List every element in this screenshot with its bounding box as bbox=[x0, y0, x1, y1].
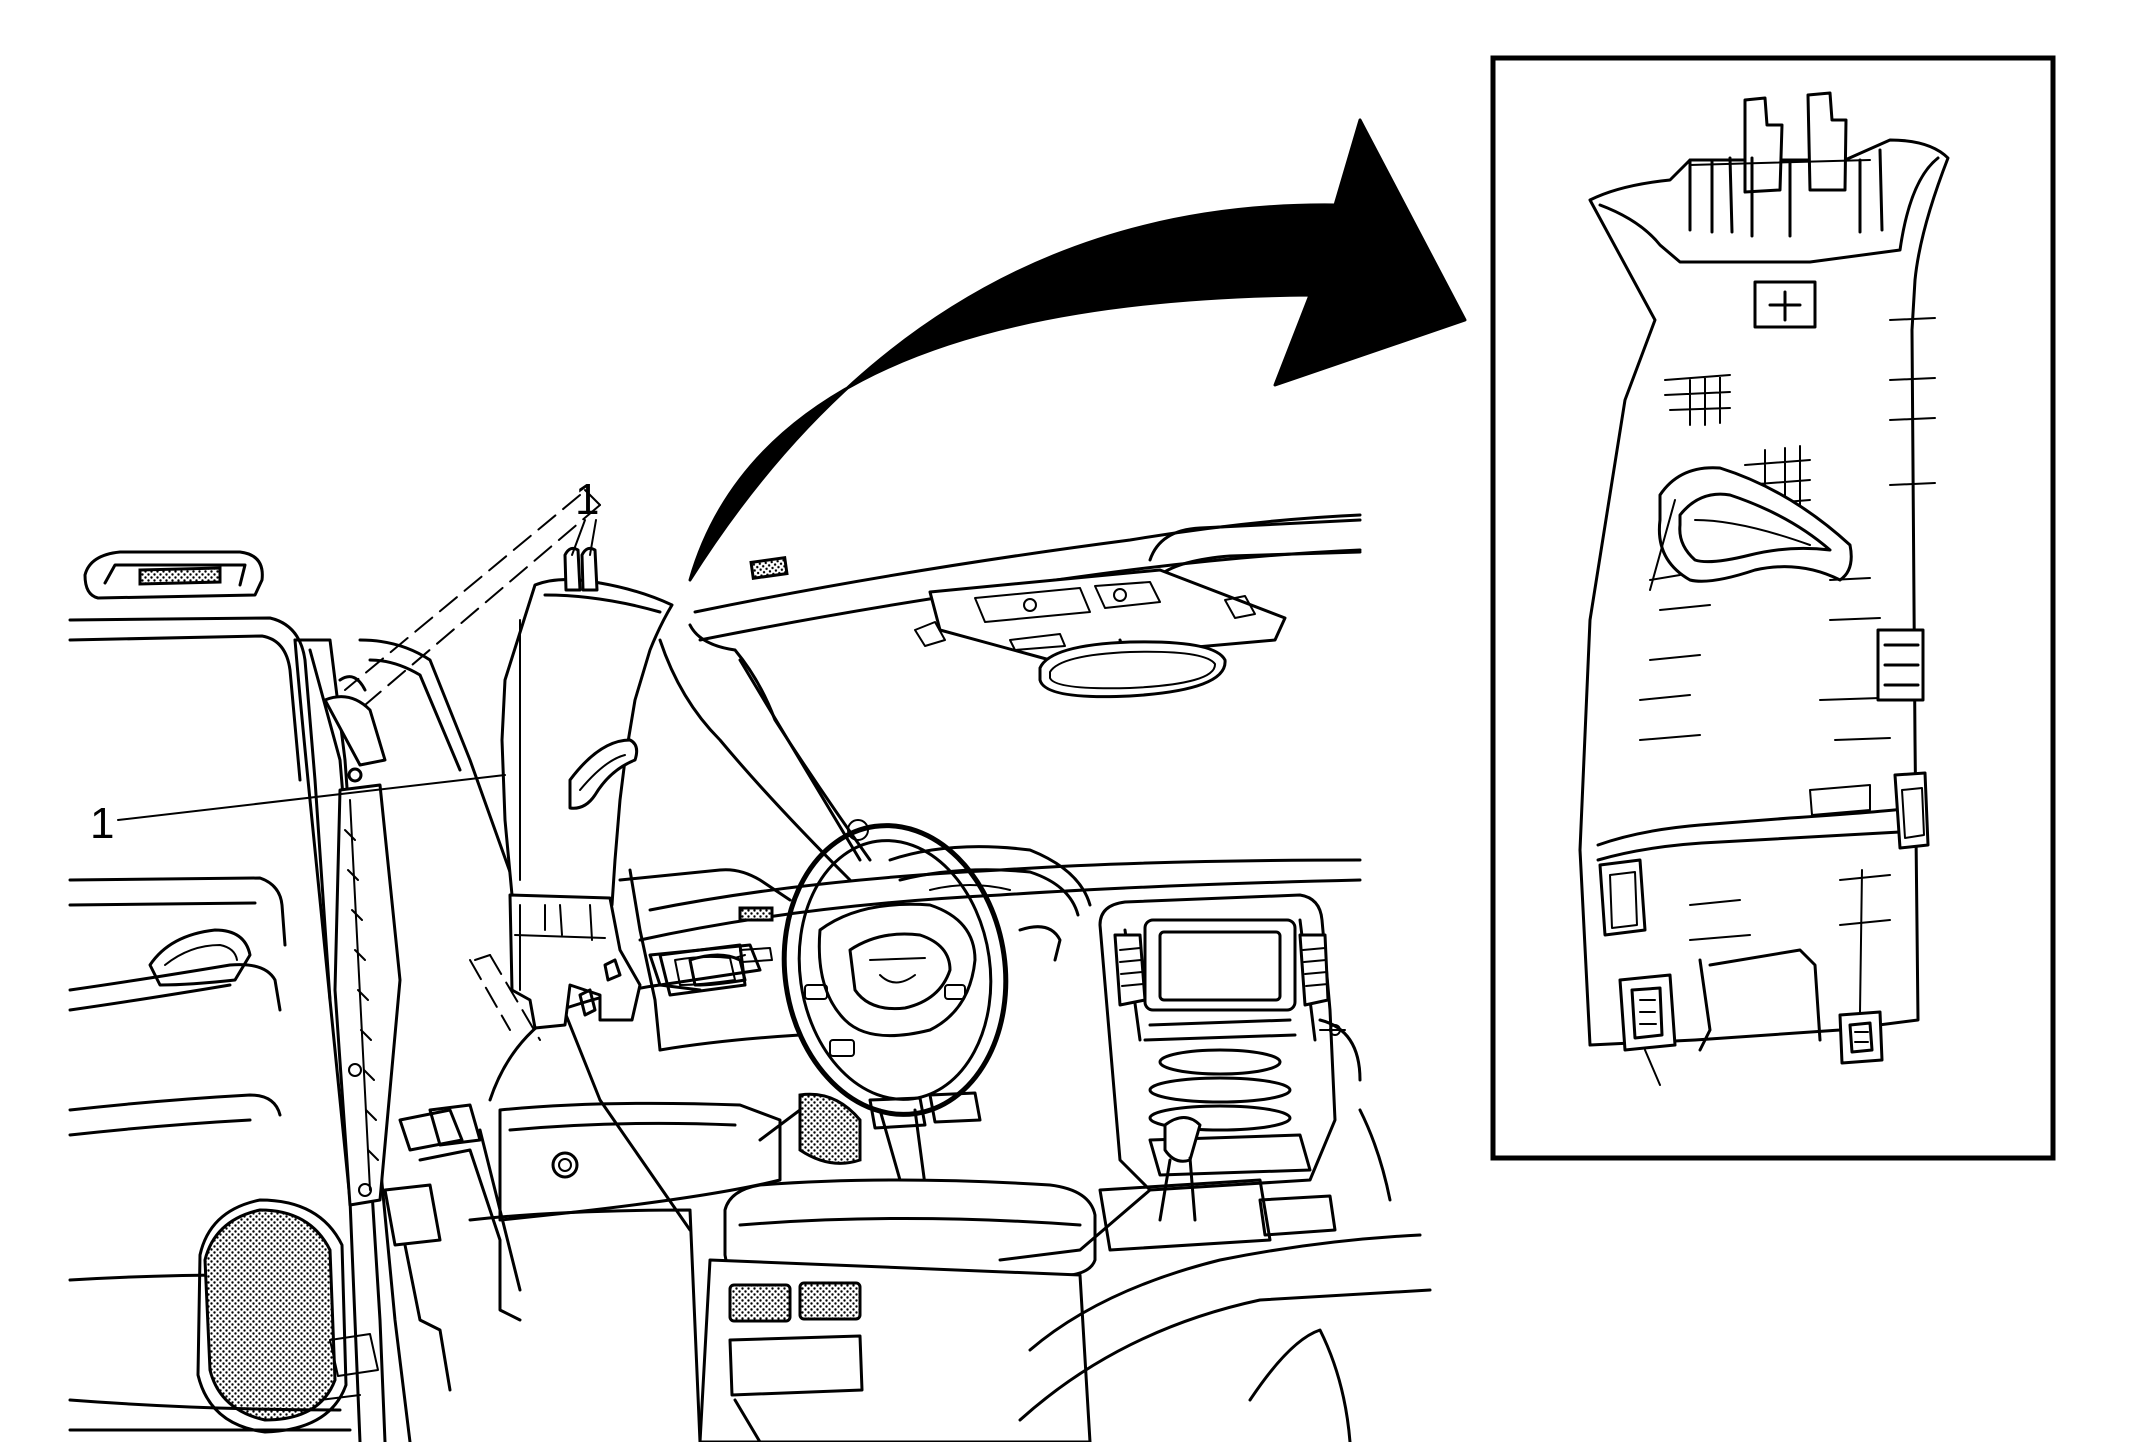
callout-1-leader bbox=[117, 774, 506, 821]
detail-inset bbox=[1490, 55, 2056, 1161]
transition-arrow bbox=[688, 118, 1467, 582]
callout-1-group: 1 1 bbox=[90, 475, 599, 848]
center-armrest bbox=[698, 1178, 1097, 1442]
callout-1-label: 1 bbox=[90, 799, 114, 848]
rearview-mirror bbox=[1038, 638, 1227, 699]
overhead-console bbox=[914, 568, 1287, 662]
seat-belt bbox=[333, 783, 402, 1207]
callout-1-top-leader bbox=[571, 519, 586, 556]
vehicle-interior-scene bbox=[68, 489, 1432, 1442]
seat-belt-buckle bbox=[398, 1108, 464, 1152]
door-frame bbox=[358, 638, 692, 1232]
infotainment-display bbox=[1143, 918, 1297, 1012]
upper-trim-panel bbox=[500, 546, 674, 1030]
steering-wheel bbox=[781, 823, 1062, 1187]
instrument-cluster bbox=[888, 845, 1092, 917]
center-stack bbox=[1098, 893, 1362, 1192]
rear-door-speaker bbox=[203, 1208, 337, 1422]
headliner bbox=[693, 513, 1362, 642]
callout-1-top-label: 1 bbox=[575, 475, 599, 524]
trim-phantom-outline bbox=[344, 489, 601, 1041]
inset-trim-panel-rear-view bbox=[1578, 91, 1950, 1086]
shifter bbox=[1098, 1116, 1337, 1252]
b-pillar bbox=[293, 638, 522, 1442]
door-speaker-tweeter bbox=[738, 906, 774, 922]
rear-vent-right bbox=[798, 1281, 862, 1321]
passenger-dash bbox=[998, 1108, 1432, 1442]
rear-door bbox=[68, 616, 352, 1434]
rear-grab-handle bbox=[83, 550, 264, 600]
rear-vent-left bbox=[728, 1283, 792, 1323]
dome-sensor-icon bbox=[749, 556, 789, 580]
